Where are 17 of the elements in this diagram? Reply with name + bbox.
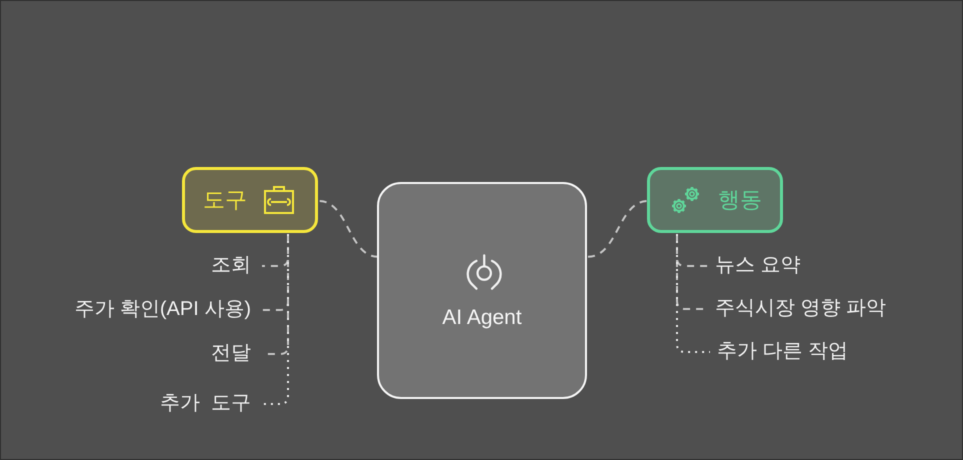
item-label: 추가 다른 작업 [717,339,848,363]
agent-box [377,182,587,399]
item-label: 전달 [211,341,251,365]
item-label: 뉴스 요약 [715,253,801,277]
item-label: 주가 확인(API 사용) [74,297,251,321]
category-box [182,167,318,233]
box-label: 도구 [203,186,247,214]
category-box [647,167,783,233]
item-label: 주식시장 영향 파악 [715,296,886,320]
box-label: AI Agent [442,306,522,330]
connector-line [588,200,648,258]
box-label: 행동 [718,186,762,214]
connector-line [262,234,289,405]
connector-line [676,234,710,353]
connector-line [318,200,378,258]
item-label: 조회 [211,253,251,277]
item-label: 추가 도구 [160,391,251,415]
